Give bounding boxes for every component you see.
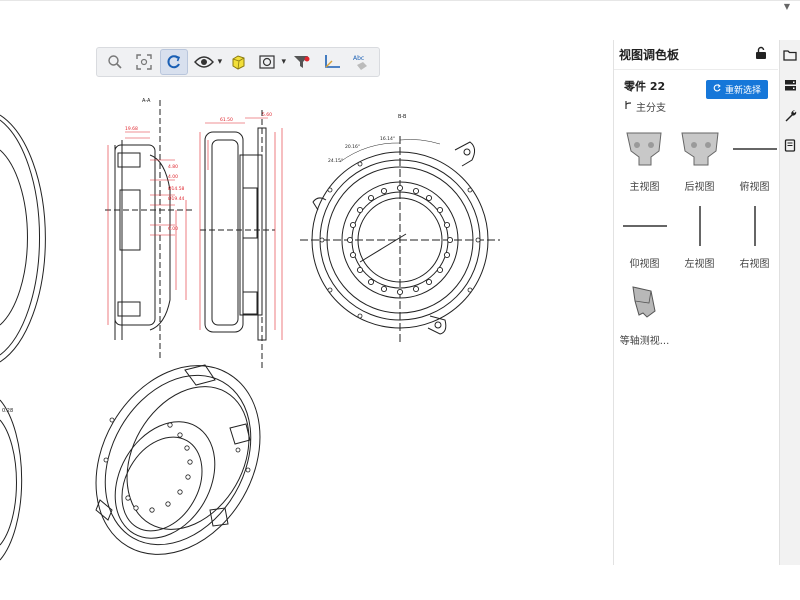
top-view-thumb: [730, 124, 780, 174]
angle-label-2: 20.16°: [345, 144, 360, 150]
view-label: 后视图: [684, 182, 715, 193]
rotate-icon[interactable]: [160, 49, 188, 75]
drawing-sheet: 0.28 A-A B-B 19.: [0, 98, 500, 561]
chevron-down-icon[interactable]: ▼: [783, 2, 790, 11]
svg-text:4.80: 4.80: [168, 164, 178, 170]
side-icon-strip: [779, 40, 800, 565]
svg-text:Ø14.58: Ø14.58: [168, 185, 185, 192]
angle-label-3: 24.15°: [328, 158, 343, 164]
section-view-a-dimensions: [107, 131, 187, 325]
front-view-ring: [300, 136, 500, 344]
partial-view-left-top: [0, 114, 46, 363]
view-palette-panel: 视图调色板 零件 22 主分支 重新选择 主视图: [613, 40, 778, 565]
side-view-dimensions: [199, 117, 283, 340]
view-item-isometric[interactable]: 等轴测视...: [618, 278, 671, 347]
eye-icon[interactable]: [190, 49, 218, 75]
part-info: 零件 22 主分支 重新选择: [614, 70, 778, 114]
view-grid: 主视图 后视图 俯视图 仰视图 左视图: [614, 114, 778, 347]
section-view-icon[interactable]: [254, 49, 282, 75]
svg-text:Abc: Abc: [353, 55, 364, 62]
partial-view-left-bottom: [0, 399, 23, 561]
front-view-thumb: [620, 124, 670, 174]
svg-text:5.60: 5.60: [262, 112, 272, 118]
svg-text:61.50: 61.50: [220, 117, 233, 123]
view-toolbar: ▾ ▾ Abc: [96, 47, 380, 77]
svg-text:0.28: 0.28: [2, 408, 13, 414]
front-view-bolt-holes: [346, 184, 454, 296]
branch-info: 主分支: [624, 99, 666, 114]
outer-ring-holes: [319, 161, 481, 319]
section-label-b: B-B: [398, 114, 407, 120]
filter-icon[interactable]: [288, 49, 316, 75]
side-view: [200, 110, 275, 370]
part-name: 零件 22: [624, 80, 666, 93]
zoom-icon[interactable]: [101, 49, 129, 75]
view-item-front[interactable]: 主视图: [618, 124, 671, 193]
section-view-a: [105, 100, 192, 360]
isometric-view-thumb: [620, 278, 670, 328]
view-label: 左视图: [684, 259, 715, 270]
svg-text:6.00: 6.00: [168, 226, 178, 232]
shaded-cube-icon[interactable]: [224, 49, 252, 75]
folder-icon[interactable]: [780, 40, 800, 70]
view-label: 等轴测视...: [619, 336, 670, 347]
server-icon[interactable]: [780, 70, 800, 100]
bottom-view-thumb: [620, 201, 670, 251]
chevron-down-icon[interactable]: ▾: [281, 57, 287, 67]
angle-label-1: 16.14°: [380, 136, 395, 142]
right-view-thumb: [730, 201, 780, 251]
svg-text:Ø19.44: Ø19.44: [168, 195, 185, 202]
bottom-area: [0, 565, 800, 600]
view-label: 右视图: [739, 259, 770, 270]
annotation-icon[interactable]: Abc: [347, 49, 375, 75]
reselect-button[interactable]: 重新选择: [705, 80, 768, 99]
view-item-right[interactable]: 右视图: [728, 201, 781, 270]
view-item-bottom[interactable]: 仰视图: [618, 201, 671, 270]
isometric-holes: [103, 417, 251, 513]
book-icon[interactable]: [780, 130, 800, 160]
svg-text:19.68: 19.68: [125, 126, 138, 132]
view-item-back[interactable]: 后视图: [673, 124, 726, 193]
view-label: 主视图: [629, 182, 660, 193]
angle-dimensions: [339, 139, 441, 163]
reselect-label: 重新选择: [724, 86, 761, 96]
drawing-canvas[interactable]: 0.28 A-A B-B 19.: [0, 40, 612, 565]
unlock-icon[interactable]: [754, 45, 768, 64]
branch-name: 主分支: [636, 103, 666, 114]
svg-text:4.00: 4.00: [168, 174, 178, 180]
view-item-left[interactable]: 左视图: [673, 201, 726, 270]
panel-header: 视图调色板: [614, 40, 778, 70]
view-label: 仰视图: [629, 259, 660, 270]
chevron-down-icon[interactable]: ▾: [217, 57, 223, 67]
back-view-thumb: [675, 124, 725, 174]
branch-icon: [624, 100, 633, 113]
axis-icon[interactable]: [318, 49, 346, 75]
view-item-top[interactable]: 俯视图: [728, 124, 781, 193]
section-label-a: A-A: [142, 98, 151, 104]
view-label: 俯视图: [739, 182, 770, 193]
isometric-view: [95, 364, 261, 555]
top-border: [0, 0, 800, 1]
refresh-icon: [713, 84, 721, 95]
wrench-icon[interactable]: [780, 100, 800, 130]
left-view-thumb: [675, 201, 725, 251]
panel-title: 视图调色板: [619, 48, 680, 62]
zoom-to-fit-icon[interactable]: [131, 49, 159, 75]
